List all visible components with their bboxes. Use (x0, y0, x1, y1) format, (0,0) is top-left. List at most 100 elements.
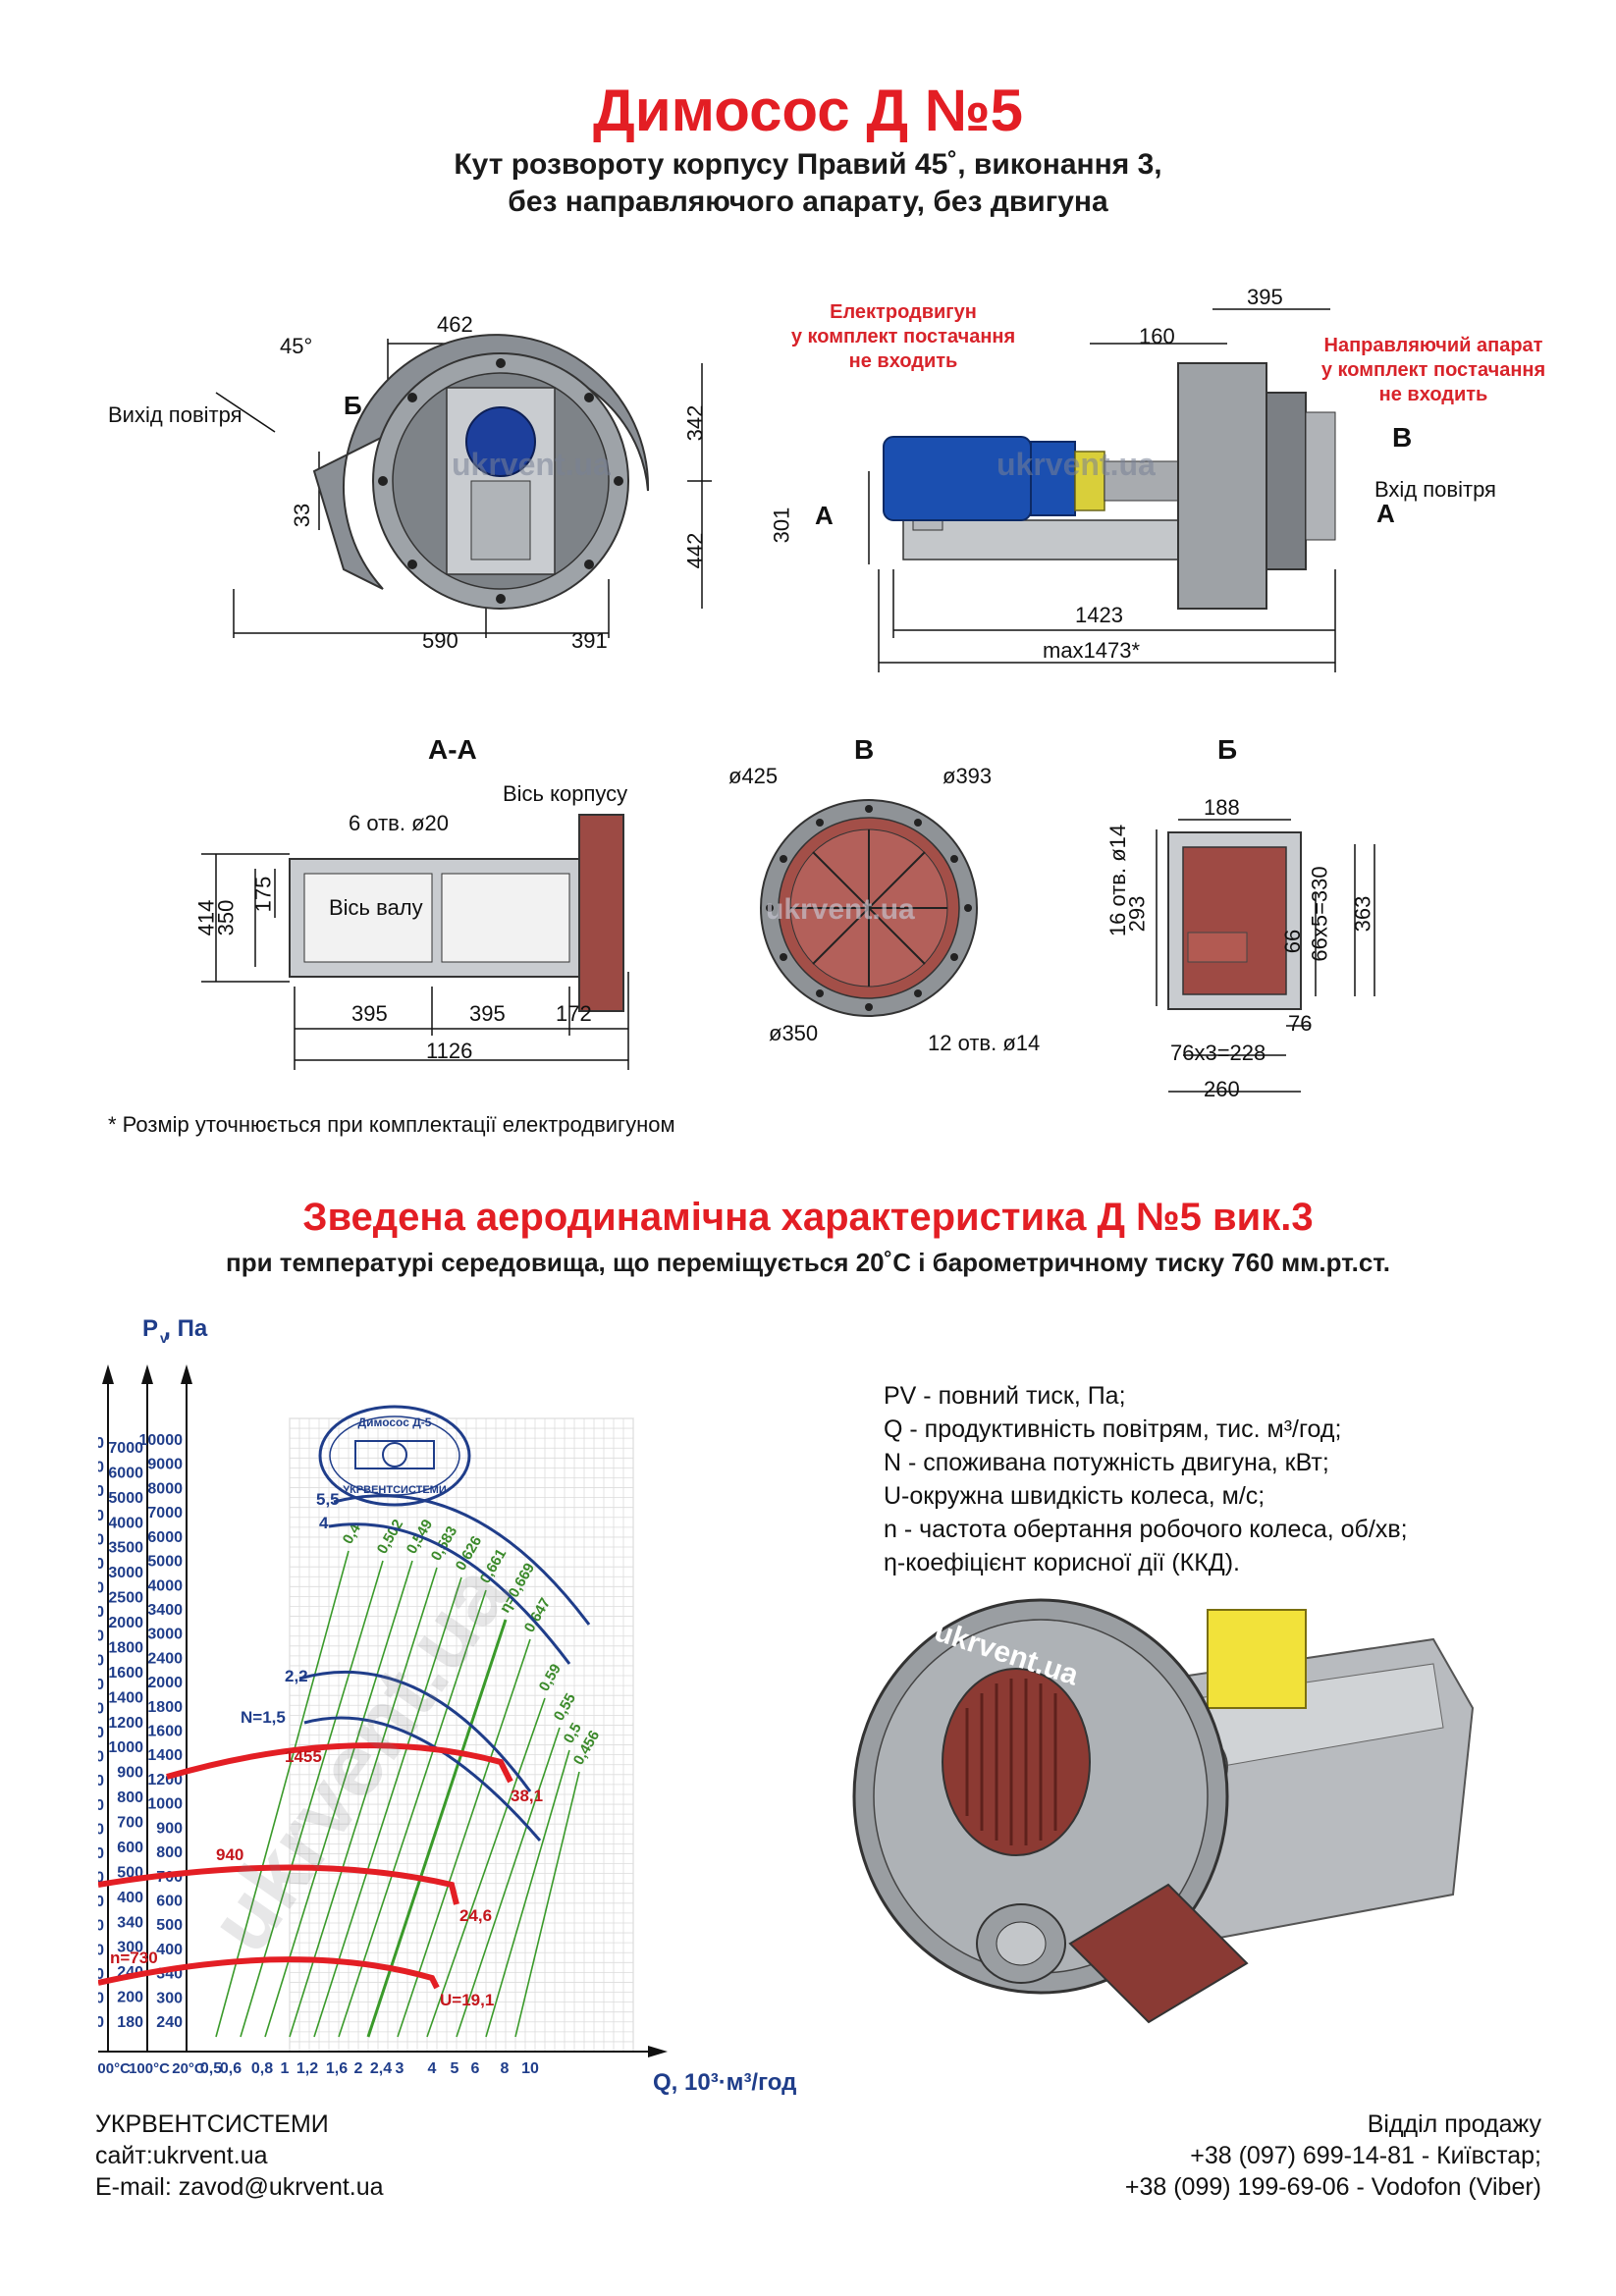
y-tick-label: 3500 (108, 1540, 143, 1557)
dim-395-aa-2: 395 (469, 1001, 506, 1026)
temperature-label: 100°С (129, 2060, 170, 2077)
y-tick-label: 6000 (98, 1435, 104, 1452)
x-tick-label: 4 (428, 2060, 437, 2077)
chart-ylabel-sub: v (160, 1330, 168, 1346)
stamp-bottom-text: УКРВЕНТСИСТЕМИ (343, 1484, 447, 1496)
air-outlet-label: Вихід повітря (108, 402, 242, 427)
y-tick-label: 2000 (147, 1675, 183, 1691)
y-tick-label: 3000 (108, 1565, 143, 1581)
legend-item: N - споживана потужність двигуна, кВт; (884, 1449, 1329, 1476)
y-tick-label: 1800 (98, 1604, 104, 1621)
dim-1423: 1423 (1075, 603, 1123, 627)
y-tick-label: 2500 (98, 1556, 104, 1573)
dim-462: 462 (437, 312, 473, 337)
diameter-425: ø425 (728, 764, 779, 788)
footer-company: УКРВЕНТСИСТЕМИ (95, 2110, 329, 2138)
y-tick-label: 2000 (98, 1580, 104, 1597)
x-tick-label: 2,4 (370, 2060, 392, 2077)
y-tick-label: 1200 (108, 1715, 143, 1732)
y-tick-label: 5000 (147, 1554, 183, 1571)
dim-590: 590 (422, 628, 458, 653)
dim-293: 293 (1124, 895, 1150, 933)
section-b-title: Б (1217, 734, 1238, 765)
y-tick-label: 4000 (98, 1483, 104, 1500)
motor-note-line-2: у комплект постачання (790, 326, 1016, 347)
y-tick-label: 10000 (139, 1432, 184, 1449)
footer-sales: Відділ продажу (1367, 2110, 1541, 2138)
x-tick-label: 10 (521, 2060, 539, 2077)
efficiency-line (397, 1638, 531, 2038)
guide-note-line-3: не входить (1378, 384, 1488, 405)
y-tick-label: 900 (156, 1820, 183, 1837)
y-tick-label: 3000 (98, 1531, 104, 1548)
y-tick-label: 340 (117, 1914, 143, 1931)
legend: PV - повний тиск, Па; Q - продуктивність… (884, 1379, 1408, 1579)
guide-note-line-1: Направляючий апарат (1323, 335, 1543, 356)
footer-right: Відділ продажу +38 (097) 699-14-81 - Киї… (1125, 2109, 1541, 2203)
dim-1126: 1126 (426, 1039, 473, 1063)
y-tick-label: 1000 (147, 1796, 183, 1813)
efficiency-line (426, 1697, 546, 2038)
footer-site[interactable]: сайт:ukrvent.ua (95, 2142, 268, 2169)
y-tick-label: 240 (98, 1918, 104, 1935)
x-tick-label: 0,5 (200, 2060, 222, 2077)
footer-phone-2[interactable]: +38 (099) 199-69-06 - Vodofon (Viber) (1124, 2173, 1541, 2201)
y-tick-label: 2400 (147, 1650, 183, 1667)
y-tick-label: 900 (117, 1765, 143, 1782)
dim-66: 66 (1280, 929, 1306, 954)
diameter-393: ø393 (943, 764, 993, 788)
y-tick-label: 1600 (108, 1665, 143, 1682)
footer-email[interactable]: E-mail: zavod@ukrvent.ua (95, 2173, 384, 2201)
efficiency-line (485, 1749, 570, 2038)
y-tick-label: 400 (98, 1845, 104, 1862)
footer-left: УКРВЕНТСИСТЕМИ сайт:ukrvent.ua E-mail: z… (95, 2109, 384, 2203)
section-b-marker: Б (344, 391, 362, 420)
efficiency-line (456, 1727, 561, 2038)
diameter-350: ø350 (769, 1021, 819, 1045)
section-a-left-marker: А (815, 501, 834, 530)
footnote: * Розмір уточнюється при комплектації ел… (108, 1112, 675, 1137)
y-tick-label: 1000 (98, 1700, 104, 1717)
y-tick-label: 400 (156, 1942, 183, 1958)
speed-curve (98, 1864, 459, 1905)
power-label: 5,5 (316, 1490, 340, 1509)
dim-363: 363 (1350, 895, 1375, 933)
x-tick-label: 5 (451, 2060, 459, 2077)
aero-chart: 6000 5000 4000 3500 3000 2500 2000 1800 1600 1400… (98, 1364, 668, 2077)
speed-end-label: 38,1 (511, 1787, 543, 1805)
y-tick-label: 500 (156, 1917, 183, 1934)
dim-33: 33 (290, 503, 315, 528)
chart-xlabel: Q, 10³·м³/год (653, 2069, 797, 2096)
stamp-top-text: Димосос Д-5 (358, 1415, 432, 1429)
y-tick-label: 5000 (108, 1490, 143, 1507)
dim-188: 188 (1204, 795, 1240, 820)
y-tick-label: 900 (98, 1725, 104, 1741)
y-tick-label: 600 (98, 1797, 104, 1814)
motor-note: Електродвигун у комплект постачання не в… (756, 300, 1050, 374)
front-view-drawing (215, 334, 712, 638)
dim-260: 260 (1204, 1077, 1240, 1101)
watermark-v: ukrvent.ua (766, 893, 915, 926)
watermark-side: ukrvent.ua (997, 447, 1156, 482)
dim-76: 76 (1288, 1011, 1313, 1036)
y-tick-label: 180 (98, 1966, 104, 1983)
y-tick-label: 1400 (98, 1652, 104, 1669)
dim-160: 160 (1139, 324, 1175, 348)
section-a-right-marker: А (1376, 499, 1395, 528)
subtitle-line-1: Кут розвороту корпусу Правий 45˚, викона… (454, 148, 1162, 181)
y-tick-label: 1200 (98, 1677, 104, 1693)
legend-item: U-окружна швидкість колеса, м/с; (884, 1482, 1266, 1510)
y-tick-label: 9000 (147, 1457, 183, 1473)
section-aa-drawing (201, 814, 629, 1070)
y-tick-label: 700 (117, 1815, 143, 1832)
x-tick-label: 1,2 (296, 2060, 318, 2077)
speed-curve (166, 1742, 513, 1784)
x-tick-label: 1,6 (326, 2060, 348, 2077)
section-v-title: В (854, 734, 875, 765)
footer-phone-1[interactable]: +38 (097) 699-14-81 - Київстар; (1190, 2142, 1541, 2169)
speed-end-label: 24,6 (459, 1906, 492, 1925)
y-tick-label: 6000 (108, 1465, 143, 1481)
y-axis-arrow (141, 1364, 153, 1384)
y-tick-label: 1600 (147, 1724, 183, 1740)
dim-391: 391 (571, 628, 608, 653)
